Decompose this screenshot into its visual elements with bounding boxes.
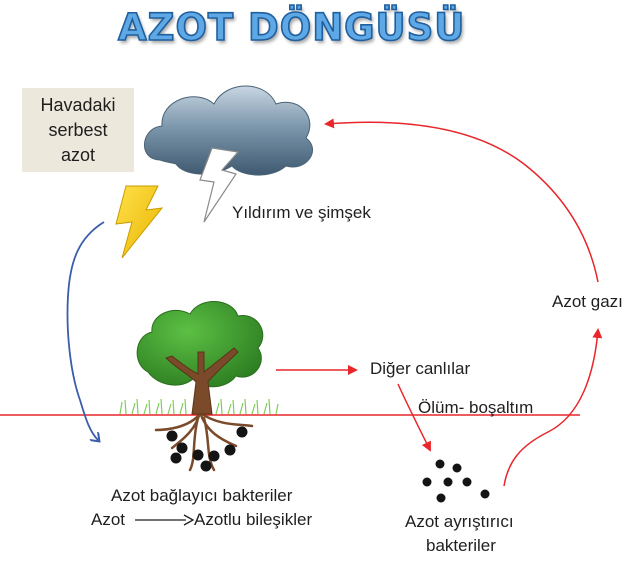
white-lightning-icon bbox=[199, 147, 240, 223]
free-nitrogen-line3: azot bbox=[60, 144, 96, 165]
lightning-label: Yıldırım ve şimşek bbox=[232, 203, 371, 222]
azot-label: Azot bbox=[91, 510, 126, 529]
page-title: AZOT DÖNGÜSÜ bbox=[117, 5, 466, 50]
compounds-label: Azotlu bileşikler bbox=[194, 510, 313, 529]
decomposer-label-line1: Azot ayrıştırıcı bbox=[405, 512, 514, 531]
azot-to-compounds-arrowhead bbox=[183, 514, 195, 526]
free-nitrogen-box: Havadaki serbest azot bbox=[22, 88, 134, 172]
lightning-bolt-icon bbox=[115, 185, 164, 259]
free-nitrogen-line2: serbest bbox=[48, 119, 108, 140]
bacteria-dots-icon bbox=[422, 459, 490, 503]
other-organisms-label: Diğer canlılar bbox=[370, 359, 471, 378]
cloud-icon bbox=[144, 85, 313, 176]
fixation-arrow bbox=[66, 221, 105, 440]
decomposers-to-gas-arrow bbox=[503, 328, 603, 487]
gas-to-atmosphere-arrow bbox=[324, 118, 599, 283]
organisms-to-decomposers-arrow bbox=[397, 383, 431, 452]
nitrogen-gas-label: Azot gazı bbox=[552, 292, 623, 311]
death-excretion-label: Ölüm- boşaltım bbox=[418, 398, 534, 417]
decomposer-label-line2: bakteriler bbox=[426, 536, 496, 555]
fixing-bacteria-label: Azot bağlayıcı bakteriler bbox=[111, 486, 293, 505]
grass bbox=[119, 398, 279, 415]
fixing-bacteria-dots bbox=[166, 426, 248, 472]
free-nitrogen-line1: Havadaki bbox=[40, 94, 116, 115]
tree-icon bbox=[136, 301, 264, 472]
